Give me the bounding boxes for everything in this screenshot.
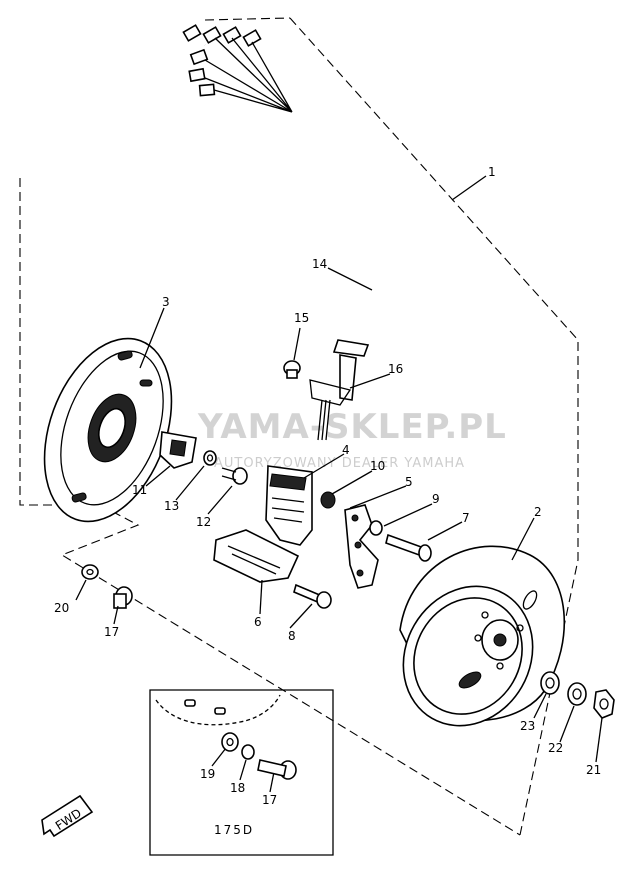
callout-18: 18 [230,781,245,795]
callout-2: 2 [534,505,542,519]
coil-6 [213,529,300,583]
bolt-7 [385,533,432,562]
lock-washer-22 [567,682,587,706]
inset-caption: 175D [214,823,254,837]
nut-21 [593,689,615,719]
callout-23: 23 [520,719,535,733]
callout-14: 14 [312,257,327,271]
callout-22: 22 [548,741,563,755]
wire-clamp [309,339,370,441]
screw-12 [221,467,248,485]
callout-1: 1 [488,165,496,179]
callout-5: 5 [405,475,413,489]
callout-10: 10 [370,459,385,473]
callout-6: 6 [254,615,262,629]
bracket-5 [344,504,379,589]
callout-20: 20 [54,601,69,615]
callout-17-main: 17 [104,625,119,639]
washer-23 [540,671,560,695]
washer-13 [203,450,217,466]
spacer-10 [320,491,336,509]
callout-11: 11 [132,483,147,497]
callout-19: 19 [200,767,215,781]
wire-harness [182,24,393,356]
watermark-brand: YAMA-SKLEP.PL [197,407,507,447]
callout-7: 7 [462,511,470,525]
callout-17-inset: 17 [262,793,277,807]
callout-3: 3 [162,295,170,309]
callout-8: 8 [288,629,296,643]
callout-13: 13 [164,499,179,513]
screw-8 [293,583,332,609]
callout-labels: 1 2 3 4 5 6 7 8 9 10 11 12 13 14 15 16 1… [54,165,601,837]
contact-breaker [159,431,197,469]
callout-21: 21 [586,763,601,777]
variant-inset [149,689,334,856]
callout-12: 12 [196,515,211,529]
screw-15 [283,360,301,379]
watermark-tagline: AUTORYZOWANY DEALER YAMAHA [214,456,465,471]
leader-lines [75,175,603,793]
callout-4: 4 [342,443,350,457]
fwd-arrow: FWD [41,794,94,838]
callout-15: 15 [294,311,309,325]
washer-20 [81,564,99,580]
screw-17-main [113,586,133,609]
ignition-coil [265,465,313,546]
flywheel-rotor [399,545,565,727]
callout-9: 9 [432,492,440,506]
callout-16: 16 [388,362,403,376]
washer-9 [369,520,383,536]
stator-plate [43,337,173,523]
